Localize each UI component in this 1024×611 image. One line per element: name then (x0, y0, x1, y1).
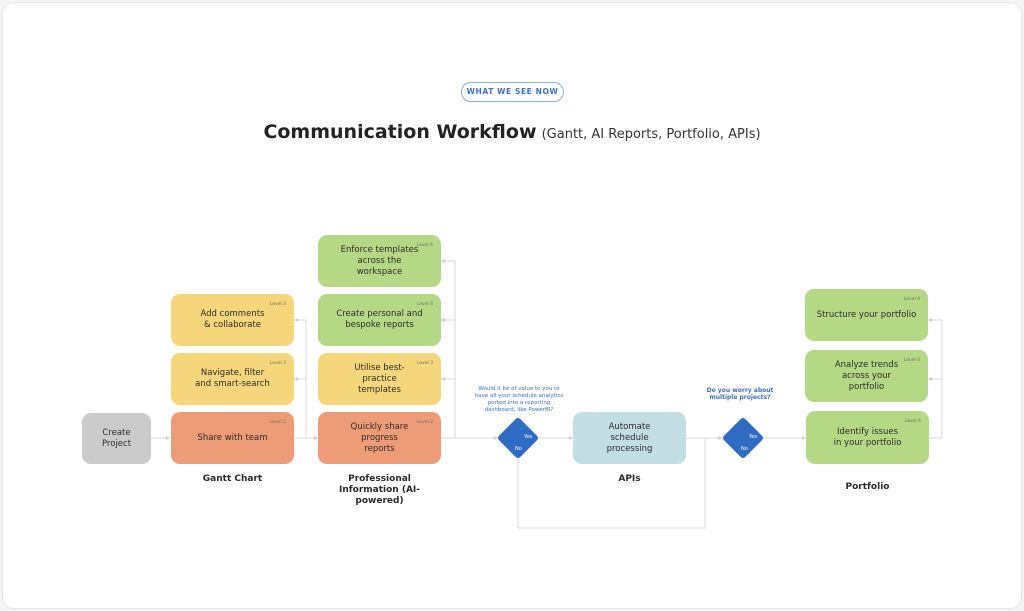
node-label: Add comments & collaborate (200, 309, 265, 330)
level-tag: Level 4 (416, 302, 433, 307)
arrowhead (294, 318, 298, 322)
arrowhead (802, 436, 806, 440)
level-tag: Level 4 (903, 297, 920, 302)
column-heading-portfolio: Portfolio (845, 482, 890, 492)
node-best-practice[interactable]: Level 3 Utilise best-practice templates (318, 353, 441, 405)
connector-decision1-no (517, 438, 706, 529)
node-label: Structure your portfolio (816, 309, 917, 320)
arrowhead (294, 377, 298, 381)
column-heading-gantt: Gantt Chart (202, 474, 263, 484)
level-tag: Level 4 (903, 358, 920, 363)
create-project-node[interactable]: Create Project (82, 413, 151, 464)
level-tag: Level 4 (904, 419, 921, 424)
arrowhead (928, 377, 932, 381)
level-tag: Level 3 (269, 361, 286, 366)
decision1-question: Would it be of value to you to have all … (474, 386, 564, 413)
arrowhead (569, 436, 573, 440)
level-tag: Level 3 (269, 302, 286, 307)
arrowhead (441, 318, 445, 322)
arrowhead (928, 318, 932, 322)
arrowhead (494, 436, 498, 440)
node-label: Share with team (197, 432, 268, 443)
section-badge: WHAT WE SEE NOW (461, 82, 564, 102)
node-label: Enforce templates across the workspace (340, 244, 419, 277)
node-personal-reports[interactable]: Level 4 Create personal and bespoke repo… (318, 294, 441, 346)
node-label: Quickly share progress reports (350, 421, 409, 454)
arrowhead (718, 436, 722, 440)
page-title: Communication Workflow (Gantt, AI Report… (0, 121, 1024, 143)
node-automate-schedule[interactable]: Automate schedule processing (573, 412, 686, 464)
arrowhead (314, 436, 318, 440)
decision1-yes-label: Yes (524, 434, 533, 440)
node-analyze-trends[interactable]: Level 4 Analyze trends across your portf… (805, 350, 928, 402)
node-share-with-team[interactable]: Level 2 Share with team (171, 412, 294, 464)
arrowhead (441, 377, 445, 381)
node-label: Create Project (101, 427, 132, 449)
node-label: Utilise best-practice templates (354, 362, 405, 395)
decision2-question: Do you worry about multiple projects? (706, 387, 774, 401)
node-identify-issues[interactable]: Level 4 Identify issues in your portfoli… (806, 411, 929, 464)
node-label: Identify issues in your portfolio (833, 426, 902, 448)
arrowhead (441, 259, 445, 263)
level-tag: Level 2 (269, 420, 286, 425)
title-subtitle: (Gantt, AI Reports, Portfolio, APIs) (541, 127, 761, 142)
node-label: Automate schedule processing (606, 421, 653, 454)
level-tag: Level 3 (416, 361, 433, 366)
node-add-comments[interactable]: Level 3 Add comments & collaborate (171, 294, 294, 346)
node-share-progress[interactable]: Level 2 Quickly share progress reports (318, 412, 441, 464)
node-navigate-filter[interactable]: Level 3 Navigate, filter and smart-searc… (171, 353, 294, 405)
level-tag: Level 4 (416, 243, 433, 248)
node-structure-portfolio[interactable]: Level 4 Structure your portfolio (805, 289, 928, 341)
level-tag: Level 2 (416, 420, 433, 425)
column-heading-apis: APIs (618, 474, 641, 484)
decision2-no-label: No (741, 446, 748, 452)
column-heading-professional: Professional Information (AI-powered) (338, 474, 421, 506)
arrowhead (166, 436, 170, 440)
decision1-no-label: No (515, 446, 522, 452)
node-enforce-templates[interactable]: Level 4 Enforce templates across the wor… (318, 235, 441, 287)
node-label: Create personal and bespoke reports (336, 309, 423, 330)
decision2-yes-label: Yes (749, 434, 758, 440)
node-label: Analyze trends across your portfolio (834, 359, 899, 392)
title-main: Communication Workflow (263, 121, 537, 143)
node-label: Navigate, filter and smart-search (195, 368, 270, 389)
